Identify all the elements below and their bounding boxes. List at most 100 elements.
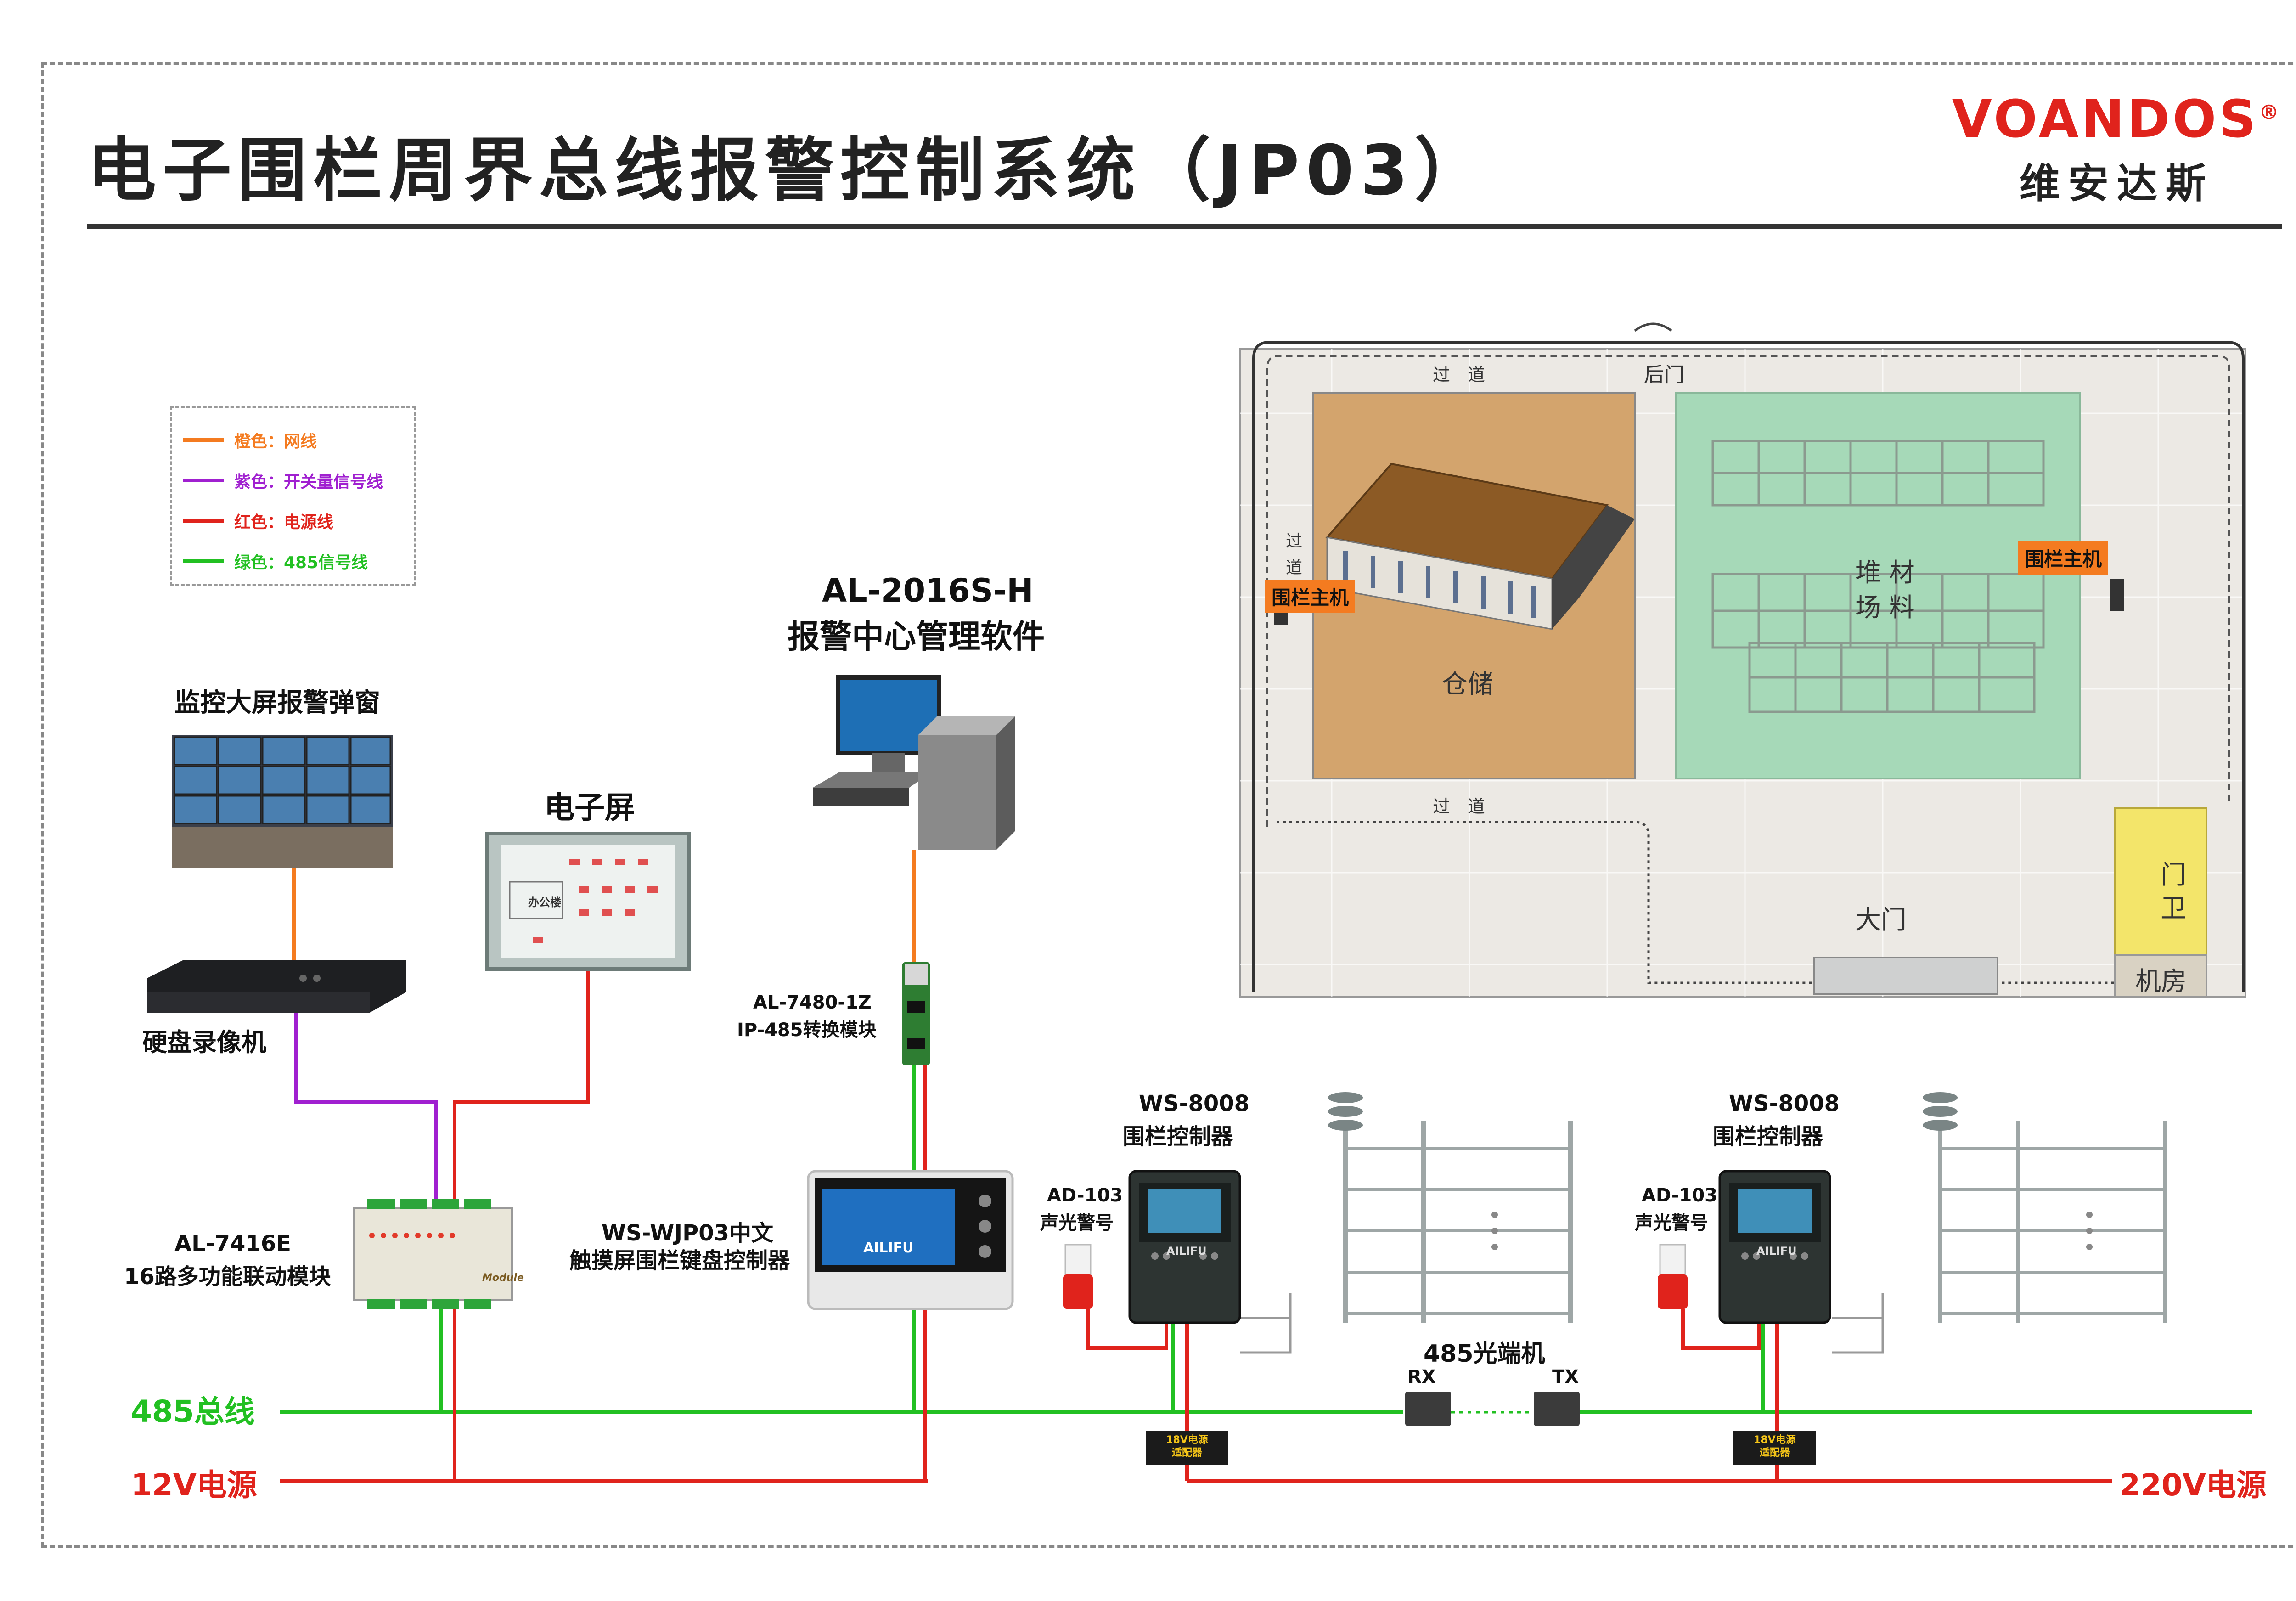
- module-badge: Module: [482, 1272, 524, 1284]
- map-corridor-bottom: 过 道: [1433, 796, 1486, 817]
- label-ctrl1-name: 围栏控制器: [1123, 1124, 1233, 1150]
- fence-controller-2: [1718, 1170, 1831, 1324]
- label-nvr: 硬盘录像机: [142, 1028, 266, 1057]
- label-rx: RX: [1407, 1366, 1436, 1387]
- fence-host-unit-right: [2110, 579, 2124, 611]
- optical-rx: [1405, 1392, 1451, 1426]
- adapter-1-box: [1146, 1431, 1228, 1465]
- siren-2: [1658, 1244, 1688, 1309]
- fence-line-bottom: [1277, 821, 2117, 984]
- pc-workstation: [813, 675, 1015, 850]
- switch-wire-nvr-module: [294, 1013, 438, 1203]
- legend-label: 绿色：485信号线: [234, 553, 368, 572]
- legend-item-switch: 紫色：开关量信号线: [183, 460, 403, 501]
- map-guard-house: 门 卫: [2161, 860, 2186, 924]
- linkage-module-device: [353, 1199, 513, 1309]
- optical-tx: [1534, 1392, 1580, 1426]
- stack-yard: [1675, 392, 2081, 779]
- ctrl1-brand: AILIFU: [1166, 1245, 1207, 1257]
- map-storage: 仓储: [1442, 670, 1493, 699]
- fence-line-inner: [1266, 355, 2230, 827]
- fence-insulator-1: [1328, 1092, 1363, 1131]
- main-gate-door: [1813, 957, 1998, 995]
- fence-wire-2: [1832, 1293, 1884, 1319]
- legend-label: 橙色：网线: [234, 432, 317, 451]
- bus-lines: [280, 1410, 2252, 1483]
- legend-swatch: [183, 519, 224, 523]
- label-software-name: 报警中心管理软件: [788, 618, 1045, 655]
- label-siren2-name: 声光警号: [1635, 1212, 1708, 1234]
- label-optical: 485光端机: [1424, 1340, 1545, 1368]
- power-wire-siren1: [1086, 1309, 1168, 1350]
- fence-grid-1: [1343, 1121, 1573, 1323]
- label-keypad-name: 触摸屏围栏键盘控制器: [569, 1248, 790, 1274]
- label-converter-name: IP-485转换模块: [737, 1020, 877, 1041]
- legend-item-power: 红色：电源线: [183, 501, 403, 541]
- video-wall: [172, 735, 393, 868]
- electronic-screen: [485, 832, 691, 971]
- label-module-model: AL-7416E: [174, 1231, 292, 1257]
- label-ctrl2-name: 围栏控制器: [1713, 1124, 1823, 1150]
- fence-line-outer: [1252, 341, 2245, 992]
- adapter-1-label: 18V电源 适配器: [1166, 1434, 1208, 1459]
- legend-item-485: 绿色：485信号线: [183, 541, 403, 581]
- legend-swatch: [183, 559, 224, 563]
- label-electronic-screen: 电子屏: [544, 790, 635, 825]
- label-video-wall: 监控大屏报警弹窗: [174, 688, 380, 718]
- fence-grid-2: [1938, 1121, 2167, 1323]
- label-siren2-model: AD-103: [1642, 1185, 1717, 1206]
- site-map: [1239, 322, 2246, 998]
- keypad-brand: AILIFU: [863, 1240, 914, 1256]
- label-485-bus: 485总线: [131, 1394, 255, 1429]
- stack-racks: [1711, 440, 2045, 713]
- label-converter-model: AL-7480-1Z: [753, 992, 872, 1013]
- label-12v-power: 12V电源: [131, 1467, 257, 1503]
- map-fence-host-left: 围栏主机: [1265, 580, 1356, 613]
- map-corridor-side: 过 道: [1286, 532, 1303, 577]
- fence-wire-1: [1240, 1293, 1292, 1319]
- guard-house: [2114, 807, 2207, 956]
- map-back-gate: 后门: [1644, 363, 1684, 387]
- brand-en: VOANDOS®: [1952, 90, 2282, 149]
- power-wire-siren2: [1681, 1309, 1761, 1350]
- brand-logo: VOANDOS® 维安达斯: [1952, 90, 2282, 209]
- label-ctrl1-model: WS-8008: [1139, 1091, 1250, 1116]
- screen-inner-label: 办公楼: [528, 896, 561, 909]
- label-tx: TX: [1552, 1366, 1579, 1387]
- fence-controller-1: [1128, 1170, 1241, 1324]
- adapter-2-box: [1733, 1431, 1816, 1465]
- brand-cn: 维安达斯: [2019, 160, 2214, 207]
- ip485-converter: [902, 962, 930, 1065]
- map-main-gate: 大门: [1855, 905, 1907, 935]
- keypad-device: [807, 1170, 1014, 1310]
- legend-label: 红色：电源线: [234, 513, 334, 532]
- video-wall-base: [172, 827, 393, 868]
- fence-back-gate-arc: [1634, 322, 1672, 332]
- legend-label: 紫色：开关量信号线: [234, 473, 383, 491]
- warehouse-windows: [1343, 551, 1536, 618]
- label-siren1-model: AD-103: [1047, 1185, 1123, 1206]
- siren-1: [1063, 1244, 1093, 1309]
- nvr-device: [147, 960, 406, 1013]
- legend-swatch: [183, 438, 224, 442]
- page-title: 电子围栏周界总线报警控制系统（JP03）: [87, 131, 1490, 211]
- warehouse-side: [1552, 505, 1635, 629]
- map-corridor-top: 过 道: [1433, 365, 1486, 385]
- label-siren1-name: 声光警号: [1040, 1212, 1114, 1234]
- ctrl2-brand: AILIFU: [1756, 1245, 1797, 1257]
- label-module-name: 16路多功能联动模块: [124, 1264, 331, 1290]
- label-software-model: AL-2016S-H: [822, 572, 1034, 609]
- legend-swatch: [183, 479, 224, 482]
- dashed-border-frame: [41, 62, 2296, 1548]
- map-fence-host-right: 围栏主机: [2018, 541, 2109, 575]
- label-keypad-model: WS-WJP03中文: [602, 1220, 774, 1246]
- fence-wire-1b: [1240, 1318, 1292, 1354]
- adapter-2-label: 18V电源 适配器: [1754, 1434, 1796, 1459]
- label-220v-power: 220V电源: [2119, 1467, 2267, 1503]
- wire-legend: 橙色：网线 紫色：开关量信号线 红色：电源线 绿色：485信号线: [170, 406, 416, 586]
- fence-wire-2b: [1832, 1318, 1884, 1354]
- machine-room: [2114, 954, 2207, 998]
- legend-item-net: 橙色：网线: [183, 420, 403, 460]
- label-ctrl2-model: WS-8008: [1729, 1091, 1840, 1116]
